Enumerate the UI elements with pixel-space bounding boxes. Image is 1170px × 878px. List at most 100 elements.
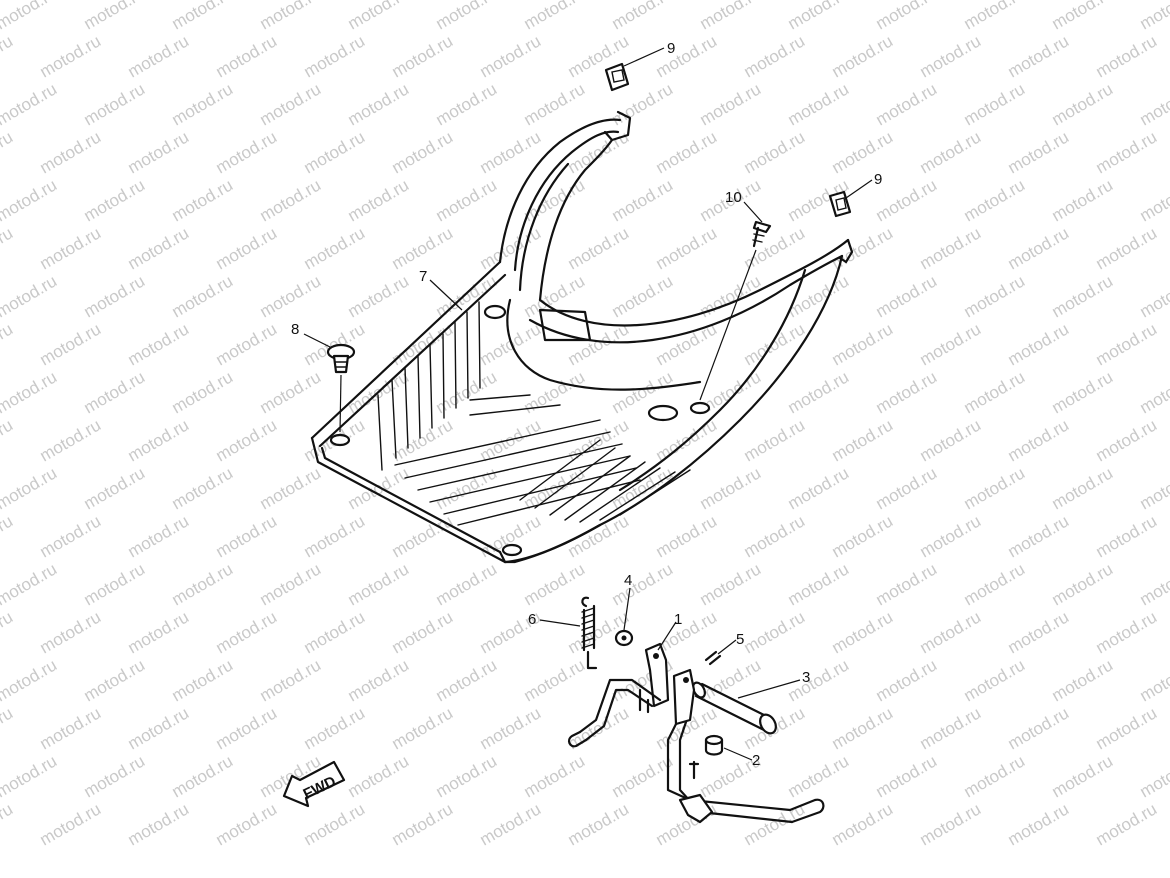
watermark-text: motod.ru: [345, 655, 413, 705]
pin-5: [704, 650, 722, 666]
watermark-text: motod.ru: [1137, 79, 1170, 129]
watermark-text: motod.ru: [81, 463, 149, 513]
watermark-text: motod.ru: [0, 367, 60, 417]
watermark-text: motod.ru: [0, 223, 16, 273]
watermark-text: motod.ru: [0, 799, 16, 849]
watermark-text: motod.ru: [301, 703, 369, 753]
watermark-text: motod.ru: [741, 415, 809, 465]
watermark-text: motod.ru: [389, 319, 457, 369]
watermark-text: motod.ru: [81, 559, 149, 609]
watermark-text: motod.ru: [873, 559, 941, 609]
watermark-text: motod.ru: [0, 0, 60, 33]
watermark-text: motod.ru: [961, 751, 1029, 801]
watermark-text: motod.ru: [345, 175, 413, 225]
watermark-text: motod.ru: [873, 463, 941, 513]
watermark-text: motod.ru: [125, 319, 193, 369]
watermark-text: motod.ru: [1049, 367, 1117, 417]
floor-ribs-right: [519, 439, 691, 523]
watermark-text: motod.ru: [917, 223, 985, 273]
watermark-text: motod.ru: [873, 175, 941, 225]
watermark-text: motod.ru: [1093, 703, 1161, 753]
watermark-text: motod.ru: [1005, 511, 1073, 561]
watermark-text: motod.ru: [257, 175, 325, 225]
callout-9-right: 9: [874, 171, 882, 188]
collar-2: [704, 734, 724, 756]
watermark-text: motod.ru: [0, 127, 16, 177]
watermark-text: motod.ru: [873, 0, 941, 33]
watermark-text: motod.ru: [961, 0, 1029, 33]
watermark-text: motod.ru: [345, 751, 413, 801]
watermark-text: motod.ru: [301, 223, 369, 273]
watermark-text: motod.ru: [829, 799, 897, 849]
watermark-text: motod.ru: [1093, 799, 1161, 849]
watermark-text: motod.ru: [917, 415, 985, 465]
watermark-text: motod.ru: [301, 607, 369, 657]
clip-9-top: [604, 62, 630, 92]
watermark-text: motod.ru: [521, 271, 589, 321]
watermark-text: motod.ru: [741, 127, 809, 177]
watermark-text: motod.ru: [0, 415, 16, 465]
watermark-text: motod.ru: [609, 751, 677, 801]
watermark-text: motod.ru: [1137, 559, 1170, 609]
shaft-3: [692, 681, 777, 735]
watermark-text: motod.ru: [1005, 415, 1073, 465]
watermark-text: motod.ru: [1005, 127, 1073, 177]
watermark-text: motod.ru: [917, 127, 985, 177]
watermark-text: motod.ru: [477, 31, 545, 81]
watermark-text: motod.ru: [829, 511, 897, 561]
callout-10: 10: [725, 189, 742, 206]
watermark-text: motod.ru: [1005, 223, 1073, 273]
watermark-text: motod.ru: [1049, 559, 1117, 609]
watermark-text: motod.ru: [301, 31, 369, 81]
watermark-text: motod.ru: [0, 319, 16, 369]
watermark-text: motod.ru: [0, 655, 60, 705]
watermark-text: motod.ru: [433, 367, 501, 417]
watermark-text: motod.ru: [81, 79, 149, 129]
watermark-text: motod.ru: [1093, 127, 1161, 177]
watermark-text: motod.ru: [961, 559, 1029, 609]
watermark-text: motod.ru: [961, 367, 1029, 417]
watermark-text: motod.ru: [169, 367, 237, 417]
watermark-text: motod.ru: [433, 751, 501, 801]
watermark-text: motod.ru: [741, 607, 809, 657]
watermark-text: motod.ru: [565, 223, 633, 273]
watermark-text: motod.ru: [653, 223, 721, 273]
watermark-text: motod.ru: [1137, 751, 1170, 801]
center-stand-assembly: [567, 596, 825, 824]
watermark-text: motod.ru: [0, 271, 60, 321]
watermark-text: motod.ru: [257, 463, 325, 513]
watermark-text: motod.ru: [917, 703, 985, 753]
watermark-text: motod.ru: [477, 703, 545, 753]
callout-5: 5: [736, 631, 744, 648]
spring-6: [581, 596, 598, 670]
watermark-text: motod.ru: [257, 79, 325, 129]
watermark-text: motod.ru: [565, 799, 633, 849]
watermark-text: motod.ru: [1049, 79, 1117, 129]
watermark-text: motod.ru: [697, 559, 765, 609]
watermark-text: motod.ru: [1005, 607, 1073, 657]
watermark-text: motod.ru: [741, 319, 809, 369]
watermark-text: motod.ru: [0, 463, 60, 513]
watermark-text: motod.ru: [345, 559, 413, 609]
watermark-text: motod.ru: [917, 607, 985, 657]
watermark-text: motod.ru: [301, 511, 369, 561]
watermark-text: motod.ru: [125, 607, 193, 657]
watermark-text: motod.ru: [1093, 223, 1161, 273]
watermark-text: motod.ru: [1137, 367, 1170, 417]
watermark-text: motod.ru: [81, 175, 149, 225]
watermark-text: motod.ru: [125, 223, 193, 273]
watermark-text: motod.ru: [1137, 655, 1170, 705]
watermark-text: motod.ru: [0, 607, 16, 657]
watermark-text: motod.ru: [917, 799, 985, 849]
watermark-text: motod.ru: [609, 175, 677, 225]
watermark-text: motod.ru: [741, 31, 809, 81]
watermark-text: motod.ru: [961, 79, 1029, 129]
watermark-text: motod.ru: [125, 415, 193, 465]
callout-4: 4: [624, 572, 632, 589]
watermark-text: motod.ru: [37, 319, 105, 369]
watermark-text: motod.ru: [257, 367, 325, 417]
watermark-text: motod.ru: [829, 319, 897, 369]
watermark-text: motod.ru: [1093, 31, 1161, 81]
watermark-text: motod.ru: [125, 511, 193, 561]
watermark-text: motod.ru: [873, 655, 941, 705]
